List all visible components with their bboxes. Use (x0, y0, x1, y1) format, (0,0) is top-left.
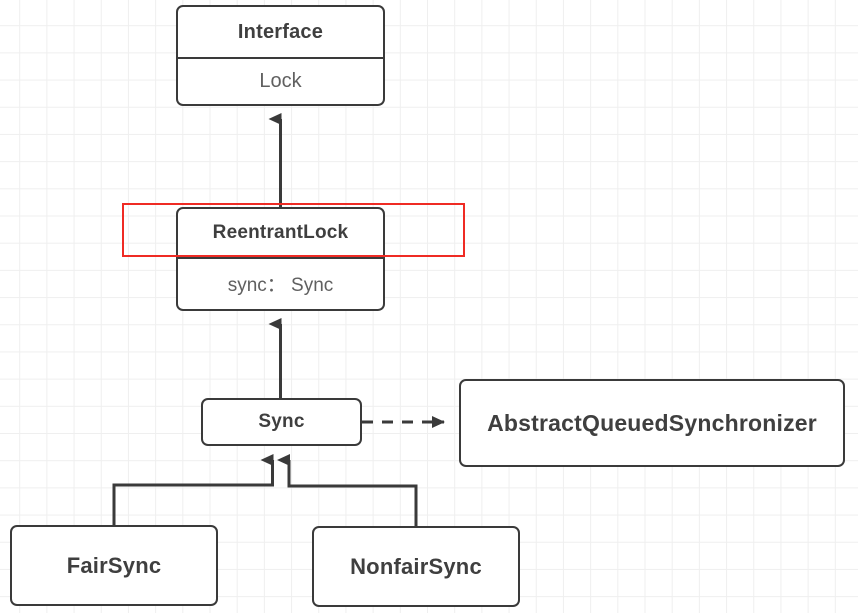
class-box-sync-title: Sync (258, 411, 305, 432)
class-box-nonfairsync[interactable]: NonfairSync (312, 526, 520, 607)
class-box-interface-attribute: Lock (178, 57, 383, 103)
class-box-interface-title: Interface (237, 20, 324, 43)
class-box-nonfairsync-title: NonfairSync (350, 553, 482, 579)
edge-fairsync-to-sync (112, 454, 274, 525)
class-box-interface-lock[interactable]: Interface Lock (176, 5, 385, 106)
class-box-fairsync-title: FairSync (66, 552, 162, 578)
class-box-aqs-title: AbstractQueuedSynchronizer (487, 409, 817, 436)
class-box-fairsync[interactable]: FairSync (10, 525, 218, 606)
class-box-reentrantlock-title: ReentrantLock (212, 222, 349, 243)
class-box-reentrantlock-attribute: sync： Sync (178, 257, 383, 308)
class-box-reentrantlock[interactable]: ReentrantLock sync： Sync (176, 207, 385, 311)
class-box-sync[interactable]: Sync (201, 398, 362, 446)
edge-nonfairsync-to-sync (277, 454, 418, 526)
class-box-abstract-queued-synchronizer[interactable]: AbstractQueuedSynchronizer (459, 379, 845, 467)
